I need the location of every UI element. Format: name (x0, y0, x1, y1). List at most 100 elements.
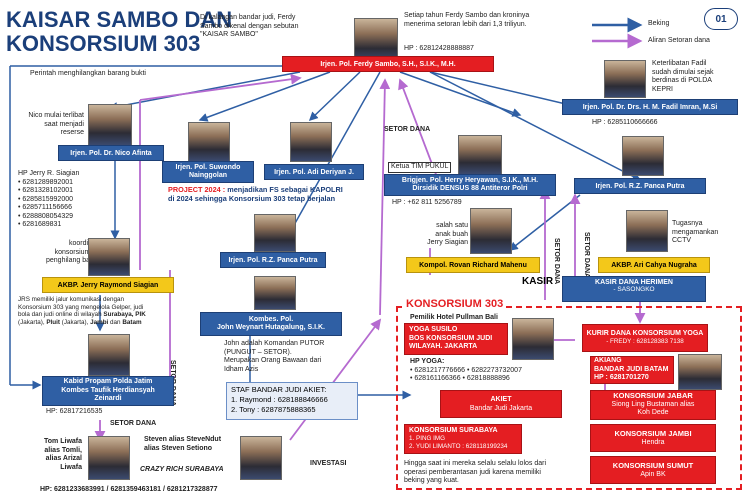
jambi-sub: Hendra (641, 439, 665, 446)
kabid-label-line-1: Kabid Propam Polda Jatim (63, 378, 153, 386)
page-title: KAISAR SAMBO DAN KONSORSIUM 303 (6, 8, 232, 56)
sambo-note: Setiap tahun Ferdy Sambo dan kroninya me… (404, 12, 574, 29)
kurir-box: KURIR DANA KONSORSIUM YOGA - FREDY : 628… (582, 324, 708, 352)
fadil-note-line-1: Keterlibatan Fadil (652, 60, 707, 67)
kabid-hp: HP: 62817216535 (46, 408, 103, 415)
yoga-name: YOGA SUSILO (409, 326, 458, 334)
john-label-line-2: John Weynart Hutagalung, S.I.K. (217, 324, 325, 331)
yoga-role-2: WILAYAH. JAKARTA (409, 343, 478, 351)
jrs-line-4d: Jambi (90, 318, 109, 326)
fadil-note-line-2: sudah dimulai sejak (652, 68, 714, 76)
jerry-hp-item: • 6281289892001 (18, 178, 74, 186)
staf-tony: 2. Tony : 6287875888365 (231, 405, 316, 414)
nico-label: Irjen. Pol. Dr. Nico Afinta (58, 145, 164, 161)
herimen-box: KASIR DANA HERIMEN - SASONGKO (562, 276, 706, 302)
jrs-line-4a: (Jakarta), (18, 318, 47, 326)
jerry-hp-items: • 6281289892001• 6281328102001• 62858159… (18, 179, 79, 230)
nico-note-line-2: saat menjadi (44, 120, 84, 128)
sumut-label: KONSORSIUM SUMUT (612, 461, 694, 470)
rz-top-label: Irjen. Pol. R.Z. Panca Putra (574, 178, 706, 194)
jerry-photo (88, 238, 130, 276)
kabid-photo (88, 334, 130, 376)
hingga-note: Hingga saat ini mereka selalu selalu lol… (404, 460, 584, 486)
intro-line-3: "KAISAR SAMBO" (200, 31, 258, 38)
akiet-box: AKIET Bandar Judi Jakarta (440, 390, 562, 418)
rovan-note-line-1: salah satu (436, 222, 468, 229)
project-2024: PROJECT 2024 : menjadikan FS sebagai KAP… (168, 185, 378, 203)
jambi-label: KONSORSIUM JAMBI (614, 429, 692, 438)
akiang-photo (678, 354, 722, 390)
title-line-1: KAISAR SAMBO DAN (6, 7, 233, 32)
kabid-box: Kabid Propam Polda Jatim Kombes Taufik H… (42, 376, 174, 406)
john-note-line-2: (PUNGUT – SETOR). (224, 348, 292, 356)
ari-note-line-1: Tugasnya (672, 220, 703, 227)
konsorsium-box (396, 306, 742, 490)
akiang-hp: HP : 6281701270 (594, 374, 649, 382)
kurir-label: KURIR DANA KONSORSIUM YOGA (586, 330, 704, 337)
hingga-line-3: beking yang kuat. (404, 477, 459, 484)
kabid-label-line-2: Kombes Taufik Herdiansyah (61, 386, 155, 394)
jrs-line-4e: dan (108, 318, 123, 326)
nico-photo (88, 104, 132, 146)
john-note: John adalah Komandan PUTOR (PUNGUT – SET… (224, 340, 364, 374)
konsorsium-title: KONSORSIUM 303 (404, 298, 506, 310)
legend-aliran: Aliran Setoran dana (648, 37, 710, 44)
tom-note: Tom Liwafa alias Tomli, alias Arizal Liw… (28, 438, 82, 472)
staf-akiet-box: STAF BANDAR JUDI AKIET: 1. Raymond : 628… (226, 382, 358, 420)
jabar-sub-2: Koh Dede (637, 409, 669, 417)
steven-photo (240, 436, 282, 480)
kasir-label: KASIR (522, 276, 554, 287)
ari-note-line-2: mengamankan (672, 228, 719, 236)
title-line-2: KONSORSIUM 303 (6, 31, 201, 56)
herry-label-line-1: Brigjen. Pol. Herry Heryawan, S.I.K., M.… (401, 177, 539, 184)
jerry-hp-item: • 6281328102001 (18, 187, 74, 194)
rz-mid-photo (254, 214, 296, 252)
yoga-role-1: BOS KONSORSIUM JUDI (409, 334, 493, 342)
yoga-box: YOGA SUSILO BOS KONSORSIUM JUDI WILAYAH.… (404, 323, 508, 355)
hingga-line-1: Hingga saat ini mereka selalu selalu lol… (404, 460, 547, 467)
jrs-line-4c: (Jakarta), (60, 318, 91, 326)
jrs-text: JRS memiliki jalur komunikasi dengan Kon… (18, 296, 210, 326)
steven-note-line-2: alias Steven Setiono (144, 444, 213, 452)
hingga-line-2: operasi pemberantasan judi karena memili… (404, 468, 541, 476)
setor-dana-label-top: SETOR DANA (384, 126, 431, 133)
akiet-sub: Bandar Judi Jakarta (469, 405, 533, 412)
yoga-owner: Pemilik Hotel Pullman Bali (410, 314, 498, 321)
tom-note-line-1: Tom Liwafa (44, 438, 82, 445)
rz-top-photo (622, 136, 664, 176)
intro-note: Di kalangan bandar judi, Ferdy Sambo dik… (200, 14, 350, 40)
rovan-label: Kompol. Rovan Richard Mahenu (406, 257, 540, 273)
setor-dana-bottom: SETOR DANA (110, 420, 157, 427)
yoga-hp-row-1: • 6281217776666 • 6282273732007 (410, 366, 522, 374)
sambo-photo (354, 18, 398, 62)
herry-photo (458, 135, 502, 175)
ari-note-line-3: CCTV (672, 237, 692, 244)
herry-label: Brigjen. Pol. Herry Heryawan, S.I.K., M.… (384, 174, 556, 196)
john-note-line-1: John adalah Komandan PUTOR (224, 340, 325, 347)
sambo-hp: HP : 62812428888887 (404, 45, 474, 52)
rovan-note-line-3: Jerry Siagian (427, 239, 468, 246)
perintah-note: Perintah menghilangkan barang bukti (30, 70, 146, 77)
jabar-box: KONSORSIUM JABAR Siong Ling Bustaman ali… (590, 390, 716, 420)
sambo-label: Irjen. Pol. Ferdy Sambo, S.H., S.I.K., M… (282, 56, 494, 72)
john-label-line-1: Kombes. Pol. (248, 315, 294, 323)
fadil-note: Keterlibatan Fadil sudah dimulai sejak b… (652, 60, 744, 94)
fadil-photo (604, 60, 646, 98)
herry-hp: HP : +62 811 5256789 (392, 199, 462, 206)
legend-beking: Beking (648, 20, 670, 27)
jerry-hp-title: HP Jerry R. Siagian (18, 170, 80, 177)
staf-raymond: 1. Raymond : 628188846666 (231, 395, 328, 404)
rz-mid-label: Irjen. Pol. R.Z. Panca Putra (220, 252, 326, 268)
adi-label: Irjen. Pol. Adi Deriyan J. (264, 164, 364, 180)
jrs-line-1: JRS memiliki jalur komunikasi dengan (18, 296, 125, 303)
nico-note-line-3: reserse (60, 129, 84, 136)
tom-note-line-4: Liwafa (60, 463, 82, 471)
project-text-1: menjadikan FS sebagai KAPOLRI (225, 185, 343, 194)
jabar-label: KONSORSIUM JABAR (613, 391, 693, 401)
jabar-sub-1: Siong Ling Bustaman alias (611, 400, 695, 408)
akiang-box: AKIANG BANDAR JUDI BATAM HP : 6281701270 (590, 356, 674, 384)
ari-label: AKBP. Ari Cahya Nugraha (598, 257, 710, 273)
herimen-label: KASIR DANA HERIMEN (595, 279, 673, 286)
setor-dana-vertical-right-2: SETOR DANA (583, 232, 590, 279)
sumut-sub: Apin BK (640, 471, 666, 478)
